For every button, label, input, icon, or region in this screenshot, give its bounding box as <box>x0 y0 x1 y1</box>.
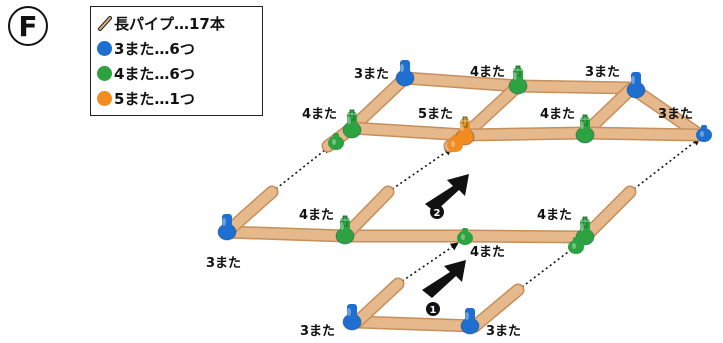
label-4way-lower-left: 4また <box>299 208 335 223</box>
svg-text:2: 2 <box>434 208 441 219</box>
label-4way-top-mid: 4また <box>470 65 506 80</box>
joint-3way-mid-right <box>696 125 712 142</box>
label-3way-top-right: 3また <box>585 65 621 80</box>
step-arrows: 21 <box>422 174 469 316</box>
joint-small-left <box>328 133 344 150</box>
legend-item-5way: 5また…1つ <box>97 86 256 111</box>
step-2-marker: 2 <box>430 205 444 219</box>
guide-center <box>387 147 453 193</box>
pipe-top-front-1 <box>345 121 472 142</box>
label-5way-center: 5また <box>418 107 454 122</box>
joint-4way-mid-left <box>342 109 362 139</box>
legend-text-4way: 4また…6つ <box>114 65 195 83</box>
pipe-mid-diag-center <box>338 185 395 243</box>
joint-3way-top-right <box>626 72 646 99</box>
joint-small-lower-right <box>568 237 584 254</box>
pipe-top-back-2 <box>511 79 639 95</box>
svg-text:1: 1 <box>430 305 437 316</box>
pipe-top-mid-diag <box>458 79 525 142</box>
pipe-top-front-3 <box>578 126 707 142</box>
pipe-mid-3 <box>458 229 592 244</box>
joint-4way-top-mid <box>508 65 528 95</box>
legend-text-pipe: 長パイプ…17本 <box>114 15 225 33</box>
pipe-top-front-2 <box>458 126 592 142</box>
joint-4way-lower-left <box>335 215 355 245</box>
joint-small-center <box>447 135 463 152</box>
pipe-mid-diag-left <box>220 185 279 239</box>
pipe-top-right-inner-diag <box>578 81 639 140</box>
label-4way-lower-center: 4また <box>470 245 506 260</box>
joint-4way-lower-center <box>457 228 473 245</box>
step-1-arrow <box>422 260 466 298</box>
legend-item-4way: 4また…6つ <box>97 61 256 86</box>
pipe-top-right-diag <box>625 81 707 142</box>
joint-4way-lower-right <box>575 216 595 246</box>
step-2-arrow <box>425 174 469 212</box>
label-3way-top-left: 3また <box>354 67 390 82</box>
pipe-bottom-diag-right <box>468 283 525 333</box>
pipe-bottom-diag-left <box>350 277 405 329</box>
pipe-mid-1 <box>220 225 352 243</box>
joint-3way-top-left <box>395 60 415 87</box>
joint-4way-mid-right <box>575 114 595 144</box>
orange-dot-icon <box>97 91 112 106</box>
pipe-icon <box>98 16 112 31</box>
pipe-top-left-diag <box>345 71 412 135</box>
legend-item-3way: 3また…6つ <box>97 36 256 61</box>
legend-text-5way: 5また…1つ <box>114 90 195 108</box>
label-4way-lower-right: 4また <box>537 208 573 223</box>
connection-guides <box>271 137 701 291</box>
label-3way-lower-left: 3また <box>206 256 242 271</box>
guide-left <box>271 145 331 193</box>
guide-lower-left <box>397 242 459 285</box>
legend-text-3way: 3また…6つ <box>114 40 195 58</box>
label-3way-mid-right: 3また <box>658 107 694 122</box>
joint-3way-bottom-right <box>460 308 480 335</box>
step-1-marker: 1 <box>426 302 440 316</box>
pipe-bottom-front <box>350 315 482 333</box>
legend-item-pipe: 長パイプ…17本 <box>97 11 256 36</box>
parts-legend: 長パイプ…17本 3また…6つ 4また…6つ 5また…1つ <box>90 6 263 116</box>
joint-3way-lower-left <box>217 214 237 241</box>
green-dot-icon <box>97 66 112 81</box>
label-3way-bottom-right: 3また <box>486 324 522 339</box>
variant-badge: F <box>8 6 48 46</box>
pipe-top-back-1 <box>398 71 525 93</box>
label-4way-mid-left: 4また <box>302 107 338 122</box>
blue-dot-icon <box>97 41 112 56</box>
joint-3way-bottom-left <box>342 304 362 331</box>
joint-layer <box>217 60 712 335</box>
label-3way-bottom-left: 3また <box>300 324 336 339</box>
pipe-layer <box>220 71 707 333</box>
label-4way-mid-right: 4また <box>540 107 576 122</box>
pipe-mid-diag-right <box>578 185 637 244</box>
guide-right <box>629 137 701 193</box>
guide-lower-right <box>517 245 577 291</box>
